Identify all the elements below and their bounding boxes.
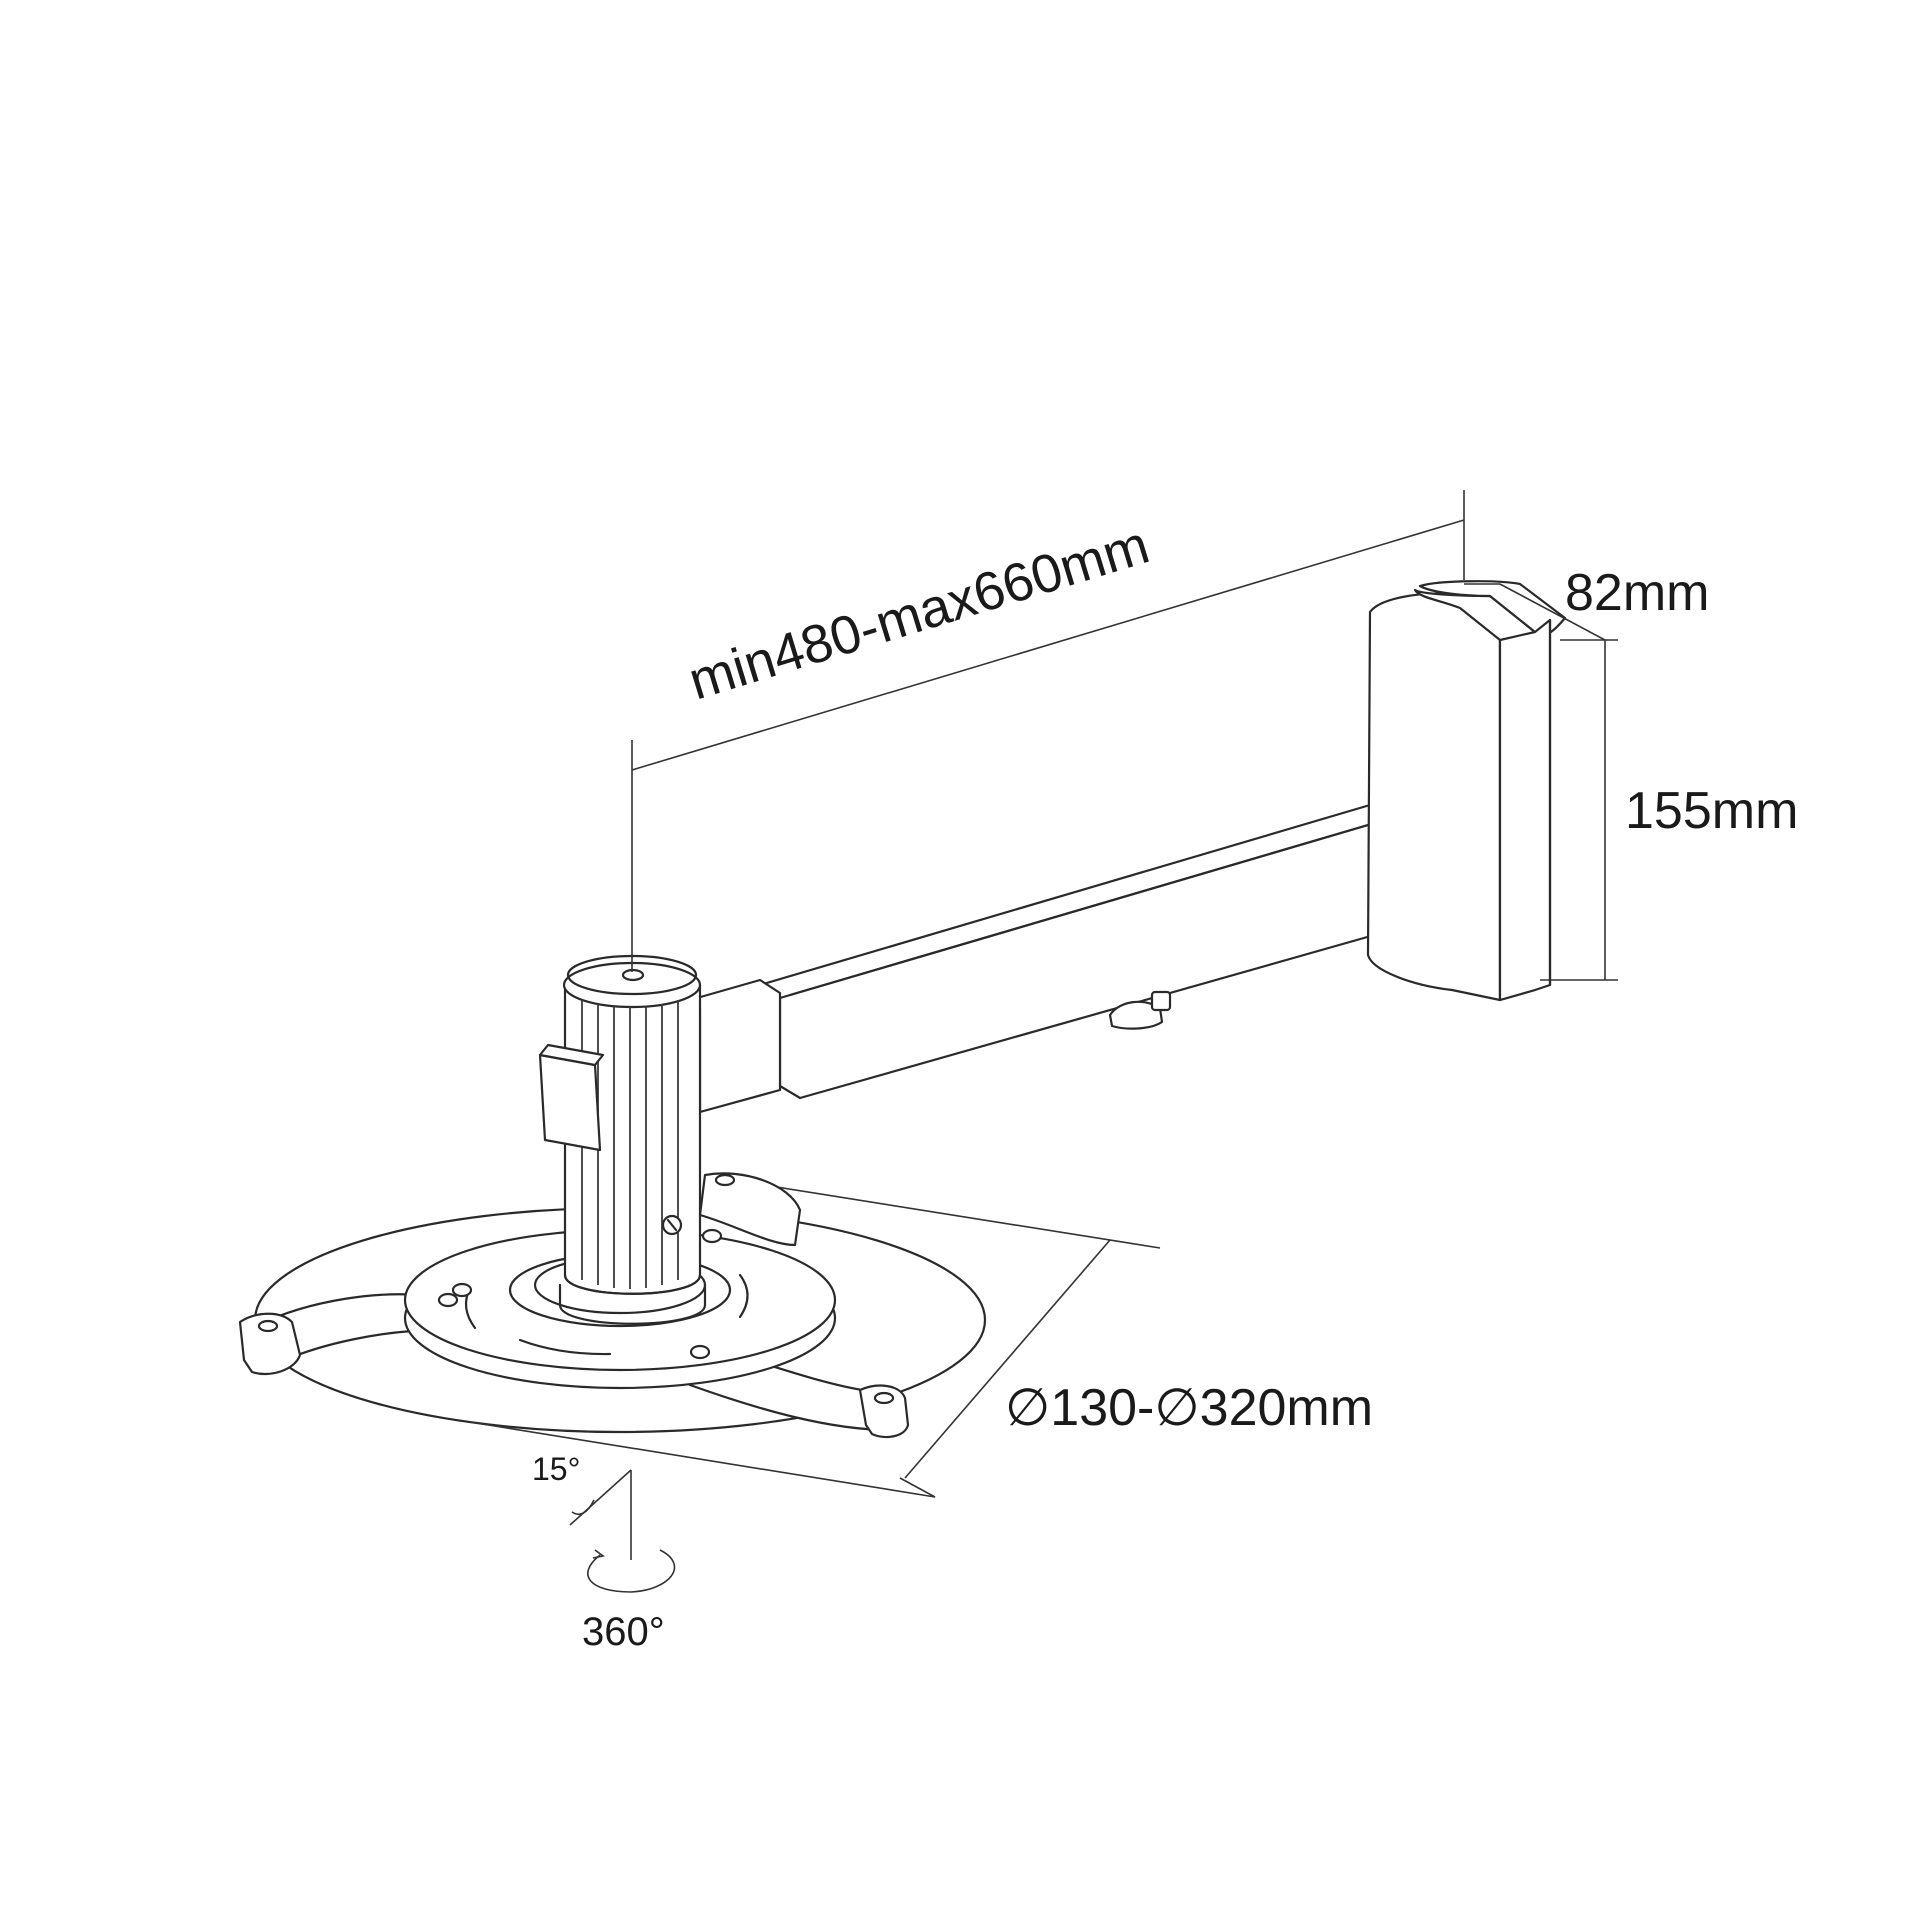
tilt-angle-label: 15°	[532, 1451, 580, 1487]
mount-column	[538, 954, 707, 1325]
plate-diameter-label: ∅130-∅320mm	[1005, 1379, 1373, 1437]
telescopic-arm	[688, 788, 1434, 1114]
bracket-depth-label: 82mm	[1565, 564, 1709, 622]
bracket-height-label: 155mm	[1625, 782, 1798, 840]
tilt-rotation-symbol	[569, 1469, 676, 1593]
dimension-lines	[631, 490, 1618, 981]
mounting-plate	[238, 1172, 1161, 1498]
rotation-angle-label: 360°	[582, 1610, 665, 1654]
wall-bracket	[1366, 580, 1567, 1002]
arm-length-label: min480-max660mm	[682, 515, 1156, 712]
